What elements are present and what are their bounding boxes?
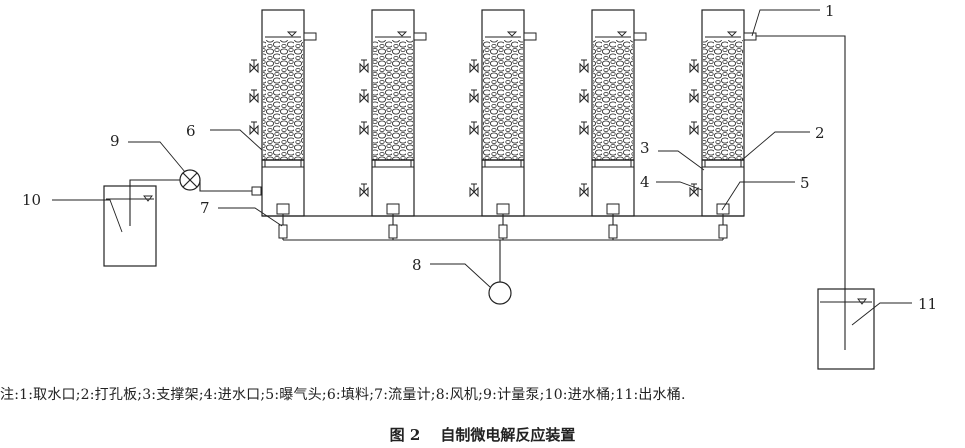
packing-fill [483, 40, 523, 160]
packing-fill [593, 40, 633, 160]
callout-9: 9 [110, 132, 120, 150]
flowmeter [498, 224, 508, 239]
outlet-port [633, 32, 647, 41]
flowmeter [608, 224, 618, 239]
callout-8: 8 [412, 256, 422, 274]
callout-3: 3 [640, 139, 650, 157]
left-piping [129, 179, 262, 226]
callout-5: 5 [800, 174, 810, 192]
outlet-port [523, 32, 537, 41]
valve-icon [469, 59, 479, 74]
outlet-bucket [817, 288, 875, 370]
valve-icon [249, 121, 259, 136]
flowmeter [718, 224, 728, 239]
valve-icon [579, 89, 589, 104]
blower [488, 240, 512, 305]
water-level-icon [616, 31, 628, 37]
callout-6: 6 [186, 122, 196, 140]
aerator-head [496, 203, 510, 215]
figure-note: 注:1:取水口;2:打孔板;3:支撑架;4:进水口;5:曝气头;6:填料;7:流… [0, 387, 686, 403]
valve-icon [579, 59, 589, 74]
water-level-icon [143, 195, 153, 202]
aerator-head [386, 203, 400, 215]
pipe-network [262, 215, 744, 241]
water-level-icon [396, 31, 408, 37]
valve-icon [579, 183, 589, 198]
reactor-column [579, 9, 647, 240]
reactor-columns [249, 9, 757, 240]
flowmeter [388, 224, 398, 239]
valve-icon [469, 89, 479, 104]
packing-fill [373, 40, 413, 160]
valve-icon [469, 183, 479, 198]
valve-icon [359, 59, 369, 74]
reactor-column [689, 9, 757, 240]
callout-11: 11 [918, 295, 937, 313]
outlet-piping [756, 35, 846, 350]
valve-icon [579, 121, 589, 136]
reactor-column [359, 9, 427, 240]
water-level-icon [726, 31, 738, 37]
reactor-column [469, 9, 537, 240]
outlet-port [413, 32, 427, 41]
valve-icon [689, 59, 699, 74]
figure-caption: 图 2 自制微电解反应装置 [0, 424, 965, 445]
callout-4: 4 [640, 173, 650, 191]
outlet-port [743, 32, 757, 41]
figure-number: 图 2 [389, 426, 421, 444]
water-level-icon [857, 298, 867, 305]
packing-fill [703, 40, 743, 160]
valve-icon [249, 59, 259, 74]
callout-2: 2 [815, 124, 825, 142]
valve-icon [359, 89, 369, 104]
water-level-icon [506, 31, 518, 37]
callout-labels: 1 2 3 4 5 6 7 8 9 10 11 [22, 2, 937, 313]
packing-fill [263, 40, 303, 160]
metering-pump [179, 169, 201, 191]
valve-icon [359, 183, 369, 198]
figure-title: 自制微电解反应装置 [440, 426, 576, 444]
callout-leaders [52, 9, 912, 326]
reactor-diagram: 1 2 3 4 5 6 7 8 9 10 11 [22, 2, 937, 370]
callout-7: 7 [200, 199, 210, 217]
valve-icon [249, 89, 259, 104]
callout-1: 1 [825, 2, 835, 20]
valve-icon [689, 89, 699, 104]
valve-icon [359, 121, 369, 136]
valve-icon [689, 183, 699, 198]
aerator-head [606, 203, 620, 215]
water-level-icon [286, 31, 298, 37]
reactor-column [249, 9, 317, 240]
aerator-head [276, 203, 290, 215]
flowmeter [278, 224, 288, 239]
outlet-port [303, 32, 317, 41]
valve-icon [689, 121, 699, 136]
callout-10: 10 [22, 191, 41, 209]
valve-icon [469, 121, 479, 136]
